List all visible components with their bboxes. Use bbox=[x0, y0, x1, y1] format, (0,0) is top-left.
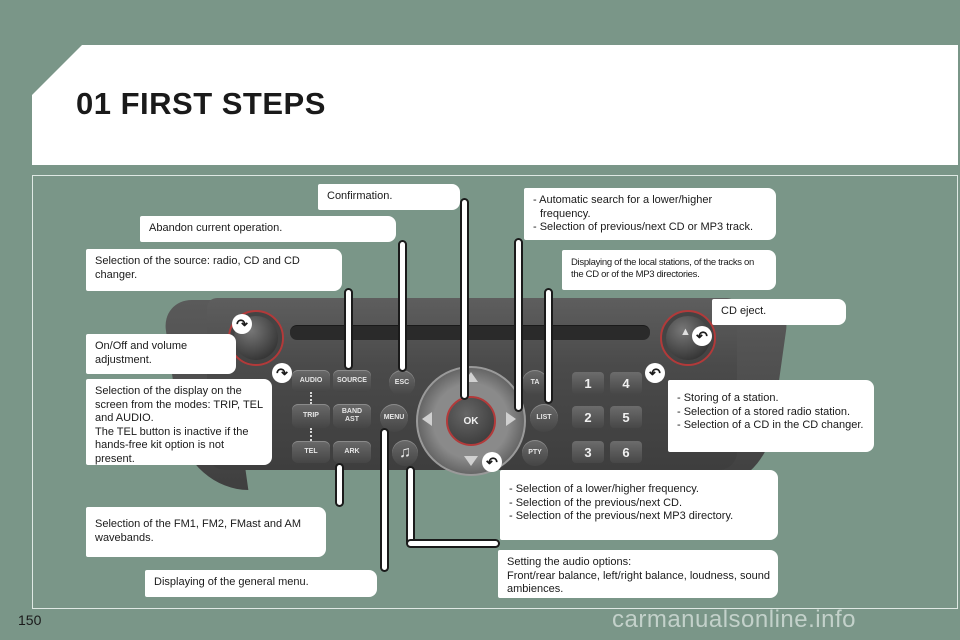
leader-confirmation bbox=[462, 200, 467, 398]
callout-text: Selection of the source: radio, CD and C… bbox=[95, 255, 303, 281]
preset-2-button[interactable]: 2 bbox=[572, 406, 604, 428]
esc-button[interactable]: ESC bbox=[389, 370, 415, 396]
dial-left-arrow[interactable] bbox=[422, 412, 432, 426]
eject-knob[interactable]: ▲ bbox=[660, 310, 716, 366]
dial-right-arrow[interactable] bbox=[506, 412, 516, 426]
preset-6-button[interactable]: 6 bbox=[610, 441, 642, 463]
callout-text: - Selection of the previous/next CD. bbox=[509, 496, 683, 509]
band-ast-button[interactable]: BAND AST bbox=[333, 404, 371, 428]
return-arrow-icon: ↷ bbox=[232, 314, 252, 334]
tel-button[interactable]: TEL bbox=[292, 441, 330, 463]
callout-source-selection: Selection of the source: radio, CD and C… bbox=[86, 249, 342, 291]
callout-text: - Selection of a stored radio station. bbox=[677, 405, 851, 418]
return-arrow-icon: ↷ bbox=[272, 363, 292, 383]
callout-text: Abandon current operation. bbox=[149, 222, 283, 234]
callout-general-menu: Displaying of the general menu. bbox=[145, 570, 377, 597]
callout-audio-options: Setting the audio options: Front/rear ba… bbox=[498, 550, 778, 598]
leader-wavebands bbox=[337, 465, 342, 505]
callout-text: - Automatic search for a lower/higher bbox=[533, 194, 713, 206]
callout-auto-search: - Automatic search for a lower/higher fr… bbox=[524, 188, 776, 240]
leader-audio-options-horizontal bbox=[408, 541, 498, 546]
leader-local-stations bbox=[546, 290, 551, 402]
eject-icon: ▲ bbox=[680, 326, 691, 338]
content-frame bbox=[32, 175, 958, 609]
return-arrow-icon: ↶ bbox=[692, 326, 712, 346]
callout-local-stations: Displaying of the local stations, of the… bbox=[562, 250, 776, 290]
source-button[interactable]: SOURCE bbox=[333, 370, 371, 392]
cd-slot bbox=[290, 325, 650, 340]
leader-abandon bbox=[400, 242, 405, 370]
callout-text: - Selection of previous/next CD or MP3 t… bbox=[533, 221, 754, 233]
list-button[interactable]: LIST bbox=[530, 404, 558, 432]
callout-text: Confirmation. bbox=[327, 190, 393, 202]
callout-text: On/Off and volume adjustment. bbox=[95, 340, 191, 366]
callout-cd-eject: CD eject. bbox=[712, 299, 846, 325]
callout-confirmation: Confirmation. bbox=[318, 184, 460, 210]
return-arrow-icon: ↶ bbox=[645, 363, 665, 383]
ta-button[interactable]: TA bbox=[522, 370, 548, 396]
music-note-icon: ♫ bbox=[399, 444, 411, 461]
trip-button[interactable]: TRIP bbox=[292, 404, 330, 428]
power-volume-knob[interactable] bbox=[228, 310, 284, 366]
callout-text: Displaying of the local stations, of the… bbox=[571, 257, 757, 280]
preset-5-button[interactable]: 5 bbox=[610, 406, 642, 428]
callout-display-selection: Selection of the display on the screen f… bbox=[86, 379, 272, 465]
callout-text: Displaying of the general menu. bbox=[154, 576, 309, 588]
callout-frequency: - Selection of a lower/higher frequency.… bbox=[500, 470, 778, 540]
callout-storing: - Storing of a station. - Selection of a… bbox=[668, 380, 874, 452]
audio-settings-button[interactable]: ♫ bbox=[392, 440, 418, 466]
callout-abandon: Abandon current operation. bbox=[140, 216, 396, 242]
callout-text: Setting the audio options: Front/rear ba… bbox=[507, 556, 770, 595]
menu-button[interactable]: MENU bbox=[380, 404, 408, 432]
dark-button[interactable]: ARK bbox=[333, 441, 371, 463]
callout-text: Selection of the FM1, FM2, FMast and AM … bbox=[95, 518, 305, 544]
page-number: 150 bbox=[18, 612, 42, 628]
leader-source bbox=[346, 290, 351, 368]
dial-up-arrow[interactable] bbox=[464, 372, 478, 382]
callout-wavebands: Selection of the FM1, FM2, FMast and AM … bbox=[86, 507, 326, 557]
callout-text: - Selection of a lower/higher frequency. bbox=[509, 483, 699, 495]
callout-text: Selection of the display on the screen f… bbox=[95, 385, 263, 465]
preset-3-button[interactable]: 3 bbox=[572, 441, 604, 463]
leader-auto-search bbox=[516, 240, 521, 410]
callout-on-off: On/Off and volume adjustment. bbox=[86, 334, 236, 374]
mode-link-line bbox=[310, 428, 312, 441]
page-title: 01 FIRST STEPS bbox=[76, 86, 326, 121]
leader-audio-options bbox=[408, 468, 413, 544]
mode-link-line bbox=[310, 392, 312, 404]
pty-button[interactable]: PTY bbox=[522, 440, 548, 466]
callout-text: - Selection of a CD in the CD changer. bbox=[677, 419, 864, 431]
callout-text: frequency. bbox=[540, 207, 591, 220]
dial-down-arrow[interactable] bbox=[464, 456, 478, 466]
ok-button[interactable]: OK bbox=[446, 396, 496, 446]
callout-text: - Storing of a station. bbox=[677, 392, 779, 404]
return-arrow-icon: ↶ bbox=[482, 452, 502, 472]
callout-text: - Selection of the previous/next MP3 dir… bbox=[509, 510, 734, 522]
callout-text: CD eject. bbox=[721, 305, 767, 317]
audio-button[interactable]: AUDIO bbox=[292, 370, 330, 392]
preset-4-button[interactable]: 4 bbox=[610, 372, 642, 394]
header-corner bbox=[32, 45, 82, 95]
watermark: carmanualsonline.info bbox=[612, 606, 856, 633]
preset-1-button[interactable]: 1 bbox=[572, 372, 604, 394]
header-band bbox=[32, 45, 958, 165]
leader-general-menu bbox=[382, 430, 387, 570]
